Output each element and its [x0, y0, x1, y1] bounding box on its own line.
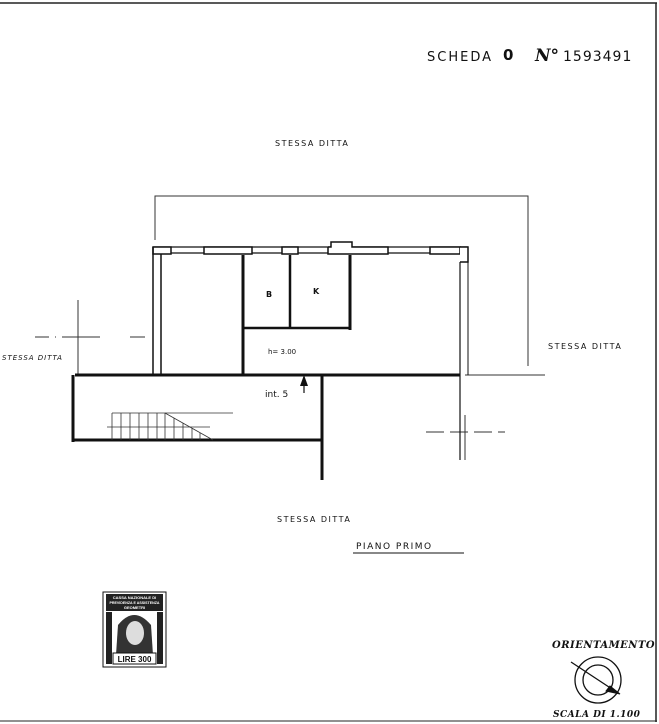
neighbor-bottom-label: STESSA DITTA: [277, 515, 351, 524]
sheet-header: SCHEDA 0 N° 1593491: [427, 46, 632, 66]
neighbor-right-label: STESSA DITTA: [548, 342, 622, 351]
room-label-bath: B: [266, 290, 272, 299]
stamp-line-2: PREVIDENZA E ASSISTENZA: [109, 601, 159, 605]
floor-label: PIANO PRIMO: [356, 542, 433, 552]
walls: [71, 241, 469, 480]
revenue-stamp: CASSA NAZIONALE DI PREVIDENZA E ASSISTEN…: [102, 591, 167, 668]
scheda-number: 1593491: [563, 49, 632, 65]
scale-label: SCALA DI 1.100: [553, 710, 641, 720]
stamp-line-1: CASSA NAZIONALE DI: [113, 595, 156, 600]
orientation-title: ORIENTAMENTO: [552, 640, 655, 651]
ceiling-height-label: h= 3.00: [268, 348, 296, 356]
neighbor-top-label: STESSA DITTA: [275, 139, 349, 148]
entrance-arrow-icon: [300, 375, 308, 393]
scheda-value: 0: [503, 46, 513, 64]
neighbor-left-label: STESSA DITTA: [2, 354, 63, 362]
unit-number-label: int. 5: [265, 390, 288, 400]
stamp-line-3: GEOMETRI: [124, 605, 145, 610]
scheda-label: SCHEDA: [427, 50, 493, 65]
property-boundary: [35, 195, 545, 460]
compass-icon: [570, 656, 622, 704]
number-label: N°: [534, 46, 559, 66]
room-label-kitchen: K: [313, 287, 320, 296]
staircase: [107, 412, 233, 441]
stamp-value: LIRE 300: [118, 655, 152, 664]
